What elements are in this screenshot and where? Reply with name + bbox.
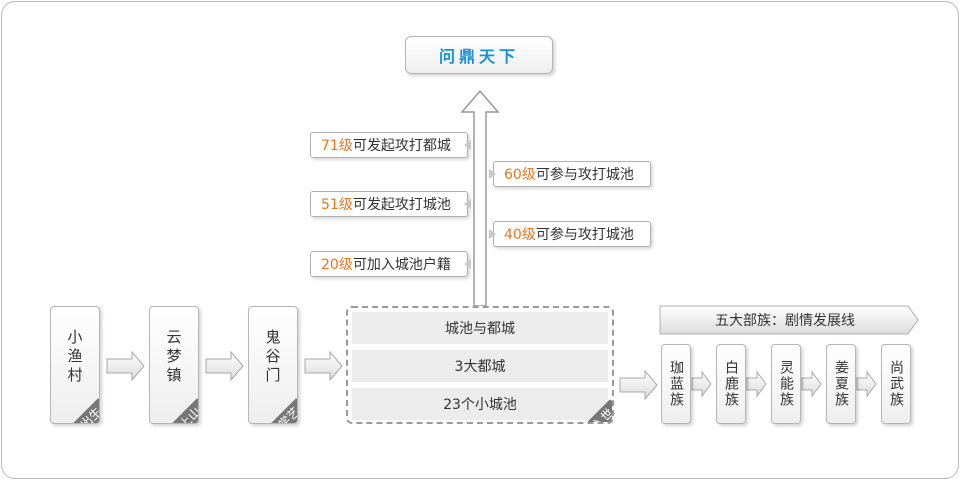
clan-shangwu: 尚武族 bbox=[881, 344, 911, 424]
flow-arrow-4 bbox=[619, 369, 658, 401]
top-goal-box: 问鼎天下 bbox=[405, 36, 553, 74]
city-row-header: 城池与都城 bbox=[352, 312, 608, 344]
rule-level: 40级 bbox=[504, 227, 536, 243]
clan-arrow-3 bbox=[801, 370, 822, 398]
clan-lingneng: 灵能族 bbox=[771, 344, 801, 424]
pointer-left-icon bbox=[464, 140, 471, 150]
rule-60: 60级可参与攻打城池 bbox=[493, 161, 651, 187]
rule-71: 71级可发起攻打都城 bbox=[310, 132, 468, 158]
clan-header: 五大部族：剧情发展线 bbox=[715, 313, 855, 329]
stage-label: 鬼谷门 bbox=[263, 328, 282, 386]
clan-arrow-4 bbox=[856, 370, 877, 398]
rule-text: 可发起攻打城池 bbox=[352, 197, 451, 213]
rule-text: 可参与攻打城池 bbox=[535, 167, 634, 183]
rule-level: 71级 bbox=[321, 138, 353, 154]
rule-level: 51级 bbox=[321, 197, 353, 213]
city-row-small: 23个小城池 bbox=[352, 388, 608, 420]
clan-arrow-1 bbox=[691, 370, 712, 398]
pointer-left-icon bbox=[464, 259, 471, 269]
stage-tag: 学艺 bbox=[269, 398, 297, 423]
pointer-right-icon bbox=[489, 229, 496, 239]
stage-tag: 出生 bbox=[71, 398, 99, 423]
flow-arrow-2 bbox=[205, 350, 244, 382]
stage-label: 云梦镇 bbox=[164, 328, 183, 386]
stage-village: 小渔村 出生 bbox=[50, 306, 100, 424]
stage-town: 云梦镇 上山 bbox=[149, 306, 199, 424]
clan-header-shape bbox=[659, 305, 919, 335]
clan-jiangxia: 姜夏族 bbox=[826, 344, 856, 424]
clan-jialan: 珈蓝族 bbox=[661, 344, 691, 424]
stage-label: 小渔村 bbox=[65, 328, 84, 386]
clan-arrow-2 bbox=[746, 370, 767, 398]
flow-arrow-1 bbox=[106, 350, 145, 382]
main-up-arrow bbox=[460, 89, 500, 307]
stage-tag: 上山 bbox=[170, 398, 198, 423]
flow-arrow-3 bbox=[304, 350, 343, 382]
top-goal-title: 问鼎天下 bbox=[438, 47, 519, 66]
pointer-right-icon bbox=[489, 169, 496, 179]
rule-text: 可参与攻打城池 bbox=[535, 227, 634, 243]
rule-51: 51级可发起攻打城池 bbox=[310, 191, 468, 217]
rule-40: 40级可参与攻打城池 bbox=[493, 221, 651, 247]
rule-text: 可加入城池户籍 bbox=[352, 257, 451, 273]
rule-text: 可发起攻打都城 bbox=[352, 138, 451, 154]
cities-box: 城池与都城 3大都城 23个小城池 入世 bbox=[346, 306, 614, 424]
clan-bailu: 白鹿族 bbox=[716, 344, 746, 424]
pointer-left-icon bbox=[464, 199, 471, 209]
stage-sect: 鬼谷门 学艺 bbox=[248, 306, 298, 424]
city-row-capitals: 3大都城 bbox=[352, 350, 608, 382]
rule-level: 20级 bbox=[321, 257, 353, 273]
rule-level: 60级 bbox=[504, 167, 536, 183]
rule-20: 20级可加入城池户籍 bbox=[310, 251, 468, 277]
